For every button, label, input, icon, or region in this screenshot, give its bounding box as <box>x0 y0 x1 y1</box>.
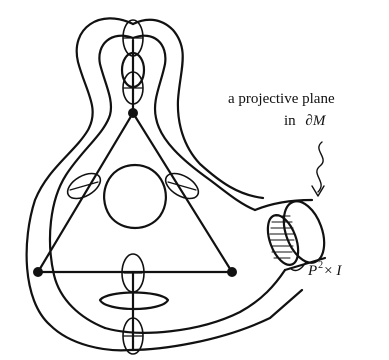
product-interval: I <box>336 263 342 279</box>
vertex-left <box>33 267 43 277</box>
product-label: P2× I <box>308 260 342 282</box>
vertex-top <box>128 108 138 118</box>
disk-right <box>164 172 200 200</box>
top-handle-inner <box>48 34 135 330</box>
projective-plane-line1: a projective plane <box>228 91 335 107</box>
tube-bracket <box>289 261 307 272</box>
arrow-head <box>311 185 325 197</box>
bottom-inner-boundary <box>103 268 287 334</box>
boundary-label: in ∂M <box>284 112 325 130</box>
outer-boundary <box>25 17 304 352</box>
center-hole <box>103 163 167 229</box>
boundary-symbol: ∂M <box>305 113 326 129</box>
projective-plane-label: a projective plane <box>228 90 335 108</box>
product-exponent: 2 <box>318 260 324 271</box>
edge-top-left <box>36 111 135 274</box>
disk-bottom <box>122 317 144 355</box>
tube-mid-disk <box>266 214 300 266</box>
product-times: × <box>324 263 333 279</box>
top-handle-inner-right <box>131 34 257 212</box>
tube-top <box>253 198 314 212</box>
top-hole <box>120 51 146 89</box>
disk-left <box>66 172 102 200</box>
wavy-arrow <box>316 141 324 193</box>
tube-hatching <box>269 215 295 259</box>
vertex-right <box>227 267 237 277</box>
disk-upper-top <box>122 71 144 105</box>
outer-boundary-right <box>131 18 265 200</box>
disk-top <box>122 19 144 57</box>
disk-mid <box>121 253 145 293</box>
product-base: P <box>308 263 318 279</box>
bottom-hole <box>98 291 170 311</box>
edge-top-right <box>131 111 234 274</box>
boundary-prefix: in <box>284 113 296 129</box>
tube-end-disk <box>282 200 326 264</box>
